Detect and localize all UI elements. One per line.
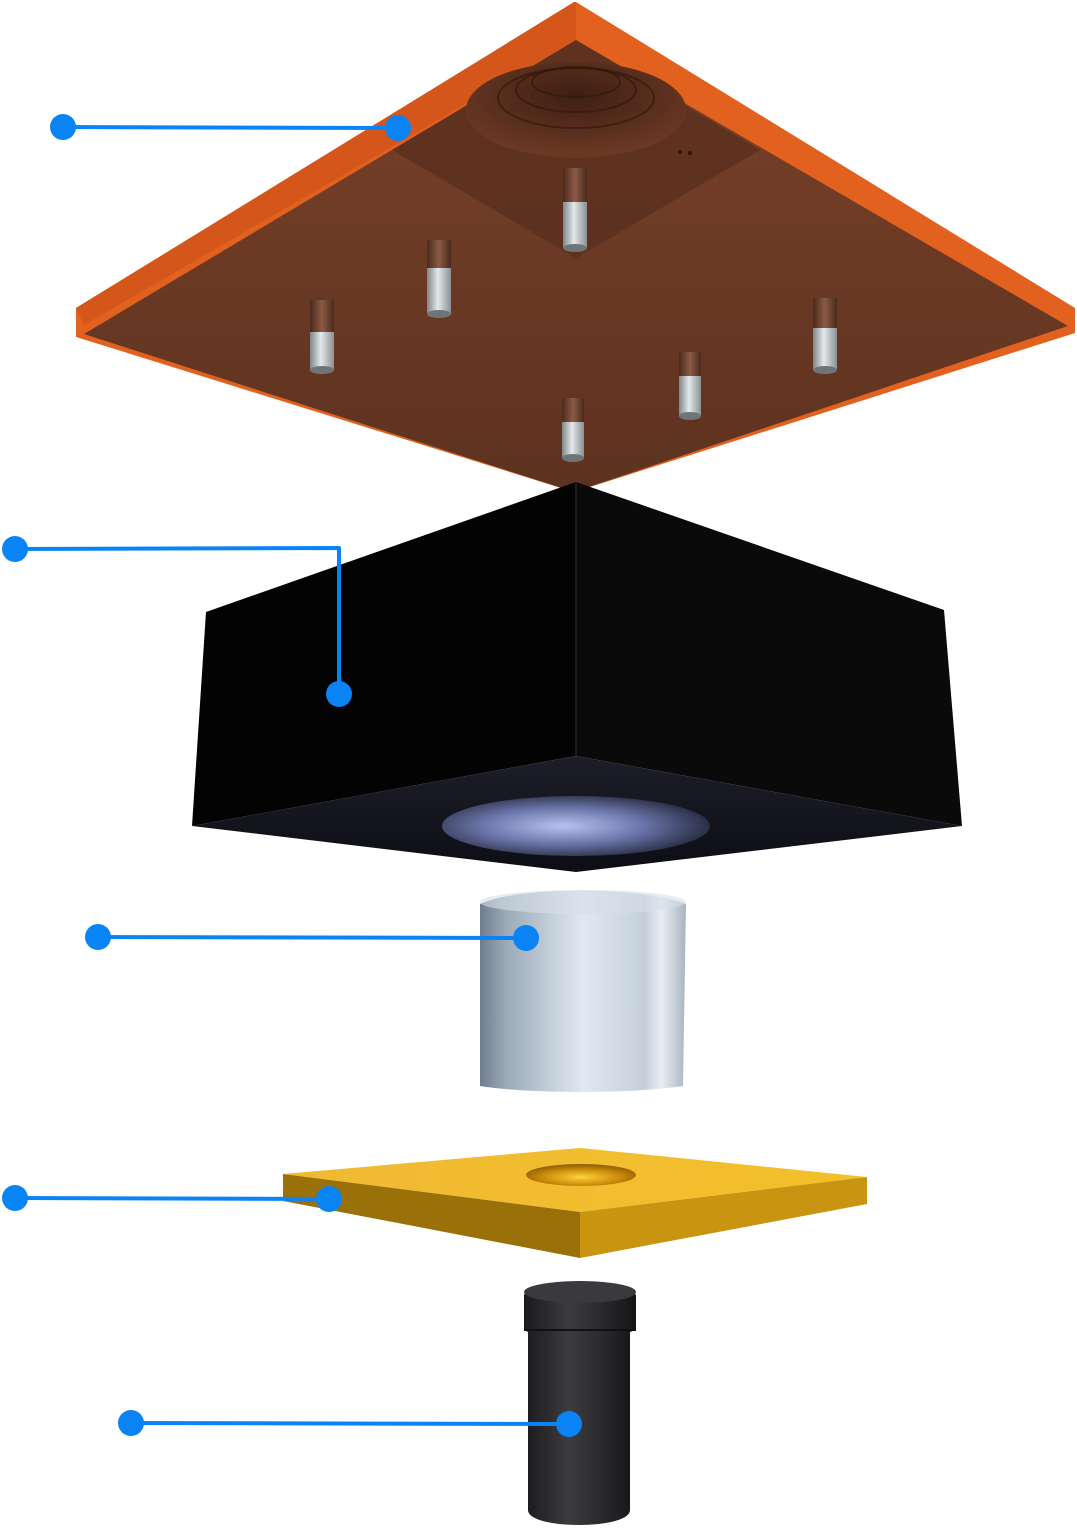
top-plate-pin xyxy=(562,398,584,462)
block-left-face xyxy=(192,482,576,826)
top-plate-rim-shade xyxy=(76,2,576,325)
block-bore xyxy=(442,796,710,856)
callout-leader xyxy=(129,1421,571,1426)
callouts xyxy=(2,114,582,1437)
top-plate-pin xyxy=(427,240,451,318)
callout-anchor-dot xyxy=(2,536,28,562)
top-plate-recess xyxy=(466,62,686,158)
shim-plate-hole xyxy=(526,1164,636,1186)
callout-shim-plate xyxy=(2,1185,342,1212)
callout-target-dot xyxy=(326,681,352,707)
callout-leader xyxy=(13,546,341,696)
callout-target-dot xyxy=(513,925,539,951)
sleeve xyxy=(480,890,686,1092)
callout-pin xyxy=(118,1410,582,1437)
callout-target-dot xyxy=(556,1411,582,1437)
block xyxy=(192,482,962,872)
callout-anchor-dot xyxy=(118,1410,144,1436)
top-plate-face xyxy=(84,40,1068,492)
top-plate-pin xyxy=(310,300,334,374)
callout-target-dot xyxy=(385,115,411,141)
callout-anchor-dot xyxy=(85,924,111,950)
callout-block xyxy=(2,536,352,707)
top-plate-pin xyxy=(813,298,837,374)
callout-anchor-dot xyxy=(2,1185,28,1211)
callout-leader xyxy=(61,125,400,130)
shim-plate-front-right xyxy=(580,1177,867,1258)
callout-sleeve xyxy=(85,924,539,951)
callout-target-dot xyxy=(316,1186,342,1212)
callout-top-plate xyxy=(50,114,411,141)
shim-plate xyxy=(283,1148,867,1258)
callout-anchor-dot xyxy=(50,114,76,140)
callout-leader xyxy=(13,1196,331,1201)
top-plate-pin xyxy=(563,168,587,252)
pin xyxy=(524,1281,636,1525)
callout-leader xyxy=(96,935,528,940)
top-plate-pin xyxy=(679,352,701,420)
top-plate xyxy=(76,2,1075,492)
shim-plate-front-left xyxy=(283,1174,580,1258)
block-right-face xyxy=(576,482,962,826)
